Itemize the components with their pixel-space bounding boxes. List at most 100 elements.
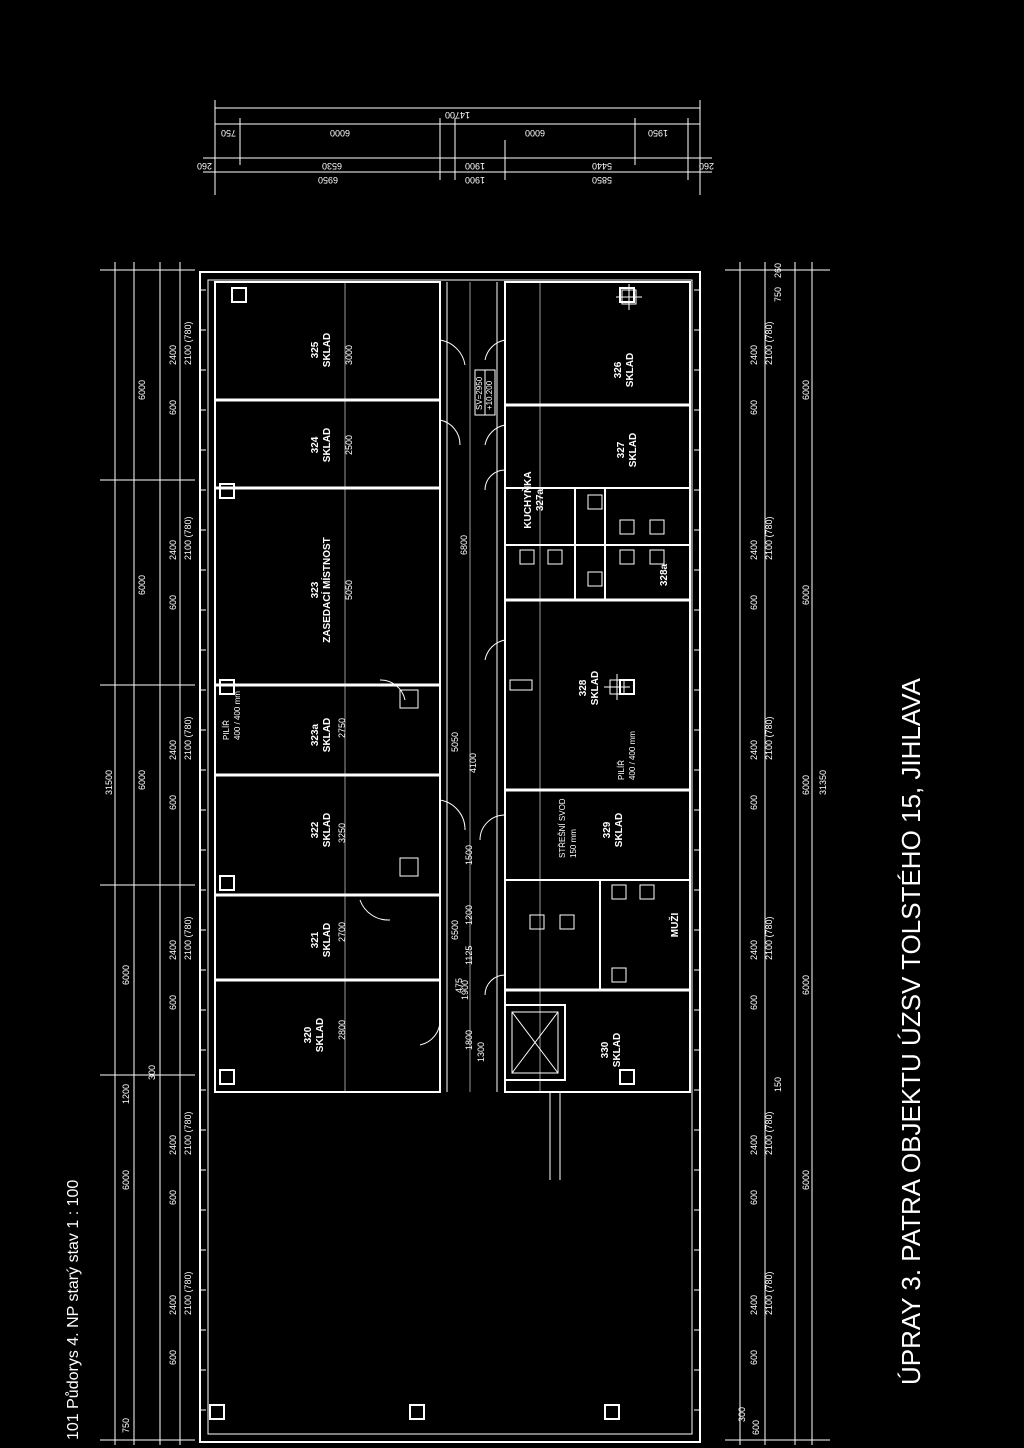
left-window-dims: 2400 2100 (780) 600 2400 2100 (780) 600 2400 21…	[168, 321, 193, 1365]
room-323-name: ZASEDACÍ MÍSTNOST	[320, 537, 333, 643]
right-window-dim-0-1: 2100 (780)	[764, 321, 774, 365]
right-window-dim-1-0: 2400	[749, 540, 759, 560]
inner-dim-1: 2500	[344, 435, 354, 455]
left-window-dim-5-0: 2400	[168, 1295, 178, 1315]
building-walls	[199, 271, 701, 1443]
dim-left-total: 31500	[104, 770, 114, 795]
room-330-number: 330	[600, 1041, 611, 1058]
dim-top-row2-0: 260	[197, 161, 212, 171]
right-window-dim-2-1: 2100 (780)	[764, 716, 774, 760]
inner-dim-9: 5050	[450, 732, 460, 752]
dim-right-small-3: 600	[751, 1420, 761, 1435]
right-window-dim-0-0: 2400	[749, 345, 759, 365]
room-326-number: 326	[613, 361, 624, 378]
room-323-number: 323	[310, 581, 321, 598]
pillar-note-right: PILÍŘ	[617, 760, 626, 780]
sv-note: SV=2950	[475, 376, 484, 410]
inner-dim-11: 1900	[460, 980, 470, 1000]
room-327-number: 327	[616, 441, 627, 458]
left-window-dim-0-0: 2400	[168, 345, 178, 365]
room-320-name: SKLAD	[315, 1018, 326, 1052]
dim-right-mod-4: 6000	[801, 1170, 811, 1190]
dim-right-small-1: 750	[773, 287, 783, 302]
inner-dim-12: 1500	[464, 845, 474, 865]
right-window-dim-pier-3: 600	[749, 995, 759, 1010]
drawing-title-left: 101 Půdorys 4. NP starý stav 1 : 100	[64, 1180, 82, 1440]
left-window-dim-1-1: 2100 (780)	[183, 516, 193, 560]
right-window-dim-5-0: 2400	[749, 1295, 759, 1315]
dim-right-mod-1: 6000	[801, 585, 811, 605]
dim-left-small-2: 300	[147, 1065, 157, 1080]
dim-top-row1-0: 750	[221, 128, 236, 138]
room-327-name: SKLAD	[628, 433, 639, 467]
room-327a-name: KUCHYŇKA	[521, 471, 534, 528]
right-window-dim-pier-1: 600	[749, 595, 759, 610]
left-dimension-chains: 31500 6000 6000 6000 6000 6000 750 1200 …	[100, 262, 195, 1445]
left-window-dim-2-1: 2100 (780)	[183, 716, 193, 760]
room-324-number: 324	[310, 436, 321, 453]
right-window-dims: 2400 2100 (780) 600 2400 2100 (780) 600 2400 21…	[749, 321, 774, 1365]
left-window-dim-pier-0: 600	[168, 400, 178, 415]
right-window-dim-pier-0: 600	[749, 400, 759, 415]
roof-drain-note: STŘEŠNÍ SVOD	[558, 798, 567, 858]
room-322-name: SKLAD	[322, 813, 333, 847]
dim-top-row1-1: 6000	[330, 128, 350, 138]
room-325-number: 325	[310, 341, 321, 358]
room-326-name: SKLAD	[625, 353, 636, 387]
dim-top-row3-1: 1900	[465, 175, 485, 185]
dim-top-row3-2: 5850	[592, 175, 612, 185]
top-dimension-chains: 14700 750 6000 6000 1950 260 6530 1900 5…	[197, 100, 714, 195]
room-330-name: SKLAD	[612, 1033, 623, 1067]
inner-dim-13: 1200	[464, 905, 474, 925]
room-329-name: SKLAD	[614, 813, 625, 847]
dim-top-row1-3: 1950	[648, 128, 668, 138]
inner-dimensions: 3000 2500 5050 2750 3250 2700 2800 6800 …	[337, 345, 486, 1062]
drawing-title-right: ÚPRAY 3. PATRA OBJEKTU ÚZSV TOLSTÉHO 15,…	[896, 677, 926, 1385]
right-window-dim-1-1: 2100 (780)	[764, 516, 774, 560]
room-327a-number: 327a	[535, 488, 546, 511]
inner-dim-3: 2750	[337, 718, 347, 738]
inner-dim-0: 3000	[344, 345, 354, 365]
left-window-dim-pier-3: 600	[168, 995, 178, 1010]
right-window-dim-pier-4: 600	[749, 1190, 759, 1205]
room-328a-number: 328a	[659, 563, 670, 586]
dim-left-small-1: 1200	[121, 1084, 131, 1104]
right-dimension-chains: 31350 6000 6000 6000 6000 6000 260 750 3…	[725, 262, 830, 1445]
inner-dim-10: 6500	[450, 920, 460, 940]
dim-top-row1-2: 6000	[525, 128, 545, 138]
left-window-dim-4-1: 2100 (780)	[183, 1111, 193, 1155]
inner-dim-16: 1800	[464, 1030, 474, 1050]
pillar-size-right: 400 / 400 mm	[628, 731, 637, 780]
dim-left-small-0: 750	[121, 1418, 131, 1433]
dim-top-row2-3: 5440	[592, 161, 612, 171]
room-328-number: 328	[578, 679, 589, 696]
dim-left-mod-0: 6000	[137, 380, 147, 400]
inner-dim-14: 1125	[464, 946, 474, 965]
dim-right-small-2: 300	[737, 1407, 747, 1422]
inner-dim-6: 2800	[337, 1020, 347, 1040]
right-window-dim-4-1: 2100 (780)	[764, 1111, 774, 1155]
right-window-dim-2-0: 2400	[749, 740, 759, 760]
dim-top-row2-1: 6530	[322, 161, 342, 171]
left-window-dim-4-0: 2400	[168, 1135, 178, 1155]
roof-drain-size: 150 mm	[569, 829, 578, 858]
inner-dim-17: 1300	[476, 1042, 486, 1062]
dim-left-mod-3: 6000	[121, 965, 131, 985]
left-window-dim-1-0: 2400	[168, 540, 178, 560]
right-window-dim-pier-2: 600	[749, 795, 759, 810]
dim-right-total: 31350	[818, 770, 828, 795]
dim-right-mod-0: 6000	[801, 380, 811, 400]
left-window-dim-0-1: 2100 (780)	[183, 321, 193, 365]
dim-top-row2-2: 1900	[465, 161, 485, 171]
inner-dim-5: 2700	[337, 922, 347, 942]
room-321-number: 321	[310, 931, 321, 948]
left-window-dim-3-1: 2100 (780)	[183, 916, 193, 960]
left-window-dim-pier-1: 600	[168, 595, 178, 610]
dim-top-total: 14700	[445, 110, 470, 120]
room-322-number: 322	[310, 821, 321, 838]
room-321-name: SKLAD	[322, 923, 333, 957]
dim-right-mod-3: 6000	[801, 975, 811, 995]
dim-left-mod-2: 6000	[137, 770, 147, 790]
